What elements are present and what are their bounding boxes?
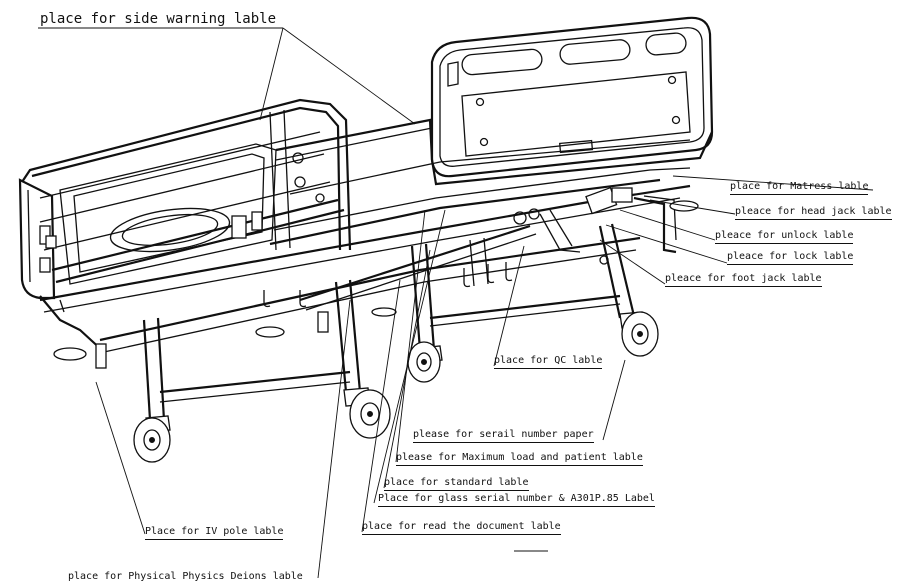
side-rail <box>21 98 352 284</box>
head-jack-label: pleace for head jack lable <box>735 207 892 220</box>
foot-jack-label: pleace for foot jack lable <box>665 274 822 287</box>
serial-paper-label: please for serail number paper <box>413 430 594 443</box>
lock-label: pleace for lock lable <box>727 252 854 265</box>
headboard <box>430 16 714 186</box>
physics-label: place for Physical Physics Deions lable <box>68 571 303 582</box>
caster-rear-left <box>407 341 443 383</box>
matress-label: place for Matress lable <box>730 182 869 195</box>
standard-label: place for standard lable <box>384 478 529 491</box>
base-frame <box>39 184 699 421</box>
leader-lines <box>38 27 874 579</box>
side-warning-label-title: place for side warning lable <box>40 11 277 27</box>
iv-pole-label: Place for IV pole lable <box>145 527 284 540</box>
unlock-label: pleace for unlock lable <box>715 231 854 244</box>
read-document-label: place for read the document lable <box>362 522 561 535</box>
caster-front-left <box>133 415 171 463</box>
caster-rear-right <box>619 311 659 357</box>
casters <box>133 311 659 463</box>
qc-label: place for QC lable <box>494 356 603 369</box>
mattress-platform <box>45 118 691 285</box>
max-load-label: please for Maximum load and patient labl… <box>396 453 643 466</box>
caster-front-right <box>343 387 391 439</box>
glass-serial-label: Place for glass serial number & A301P.85… <box>378 494 655 507</box>
